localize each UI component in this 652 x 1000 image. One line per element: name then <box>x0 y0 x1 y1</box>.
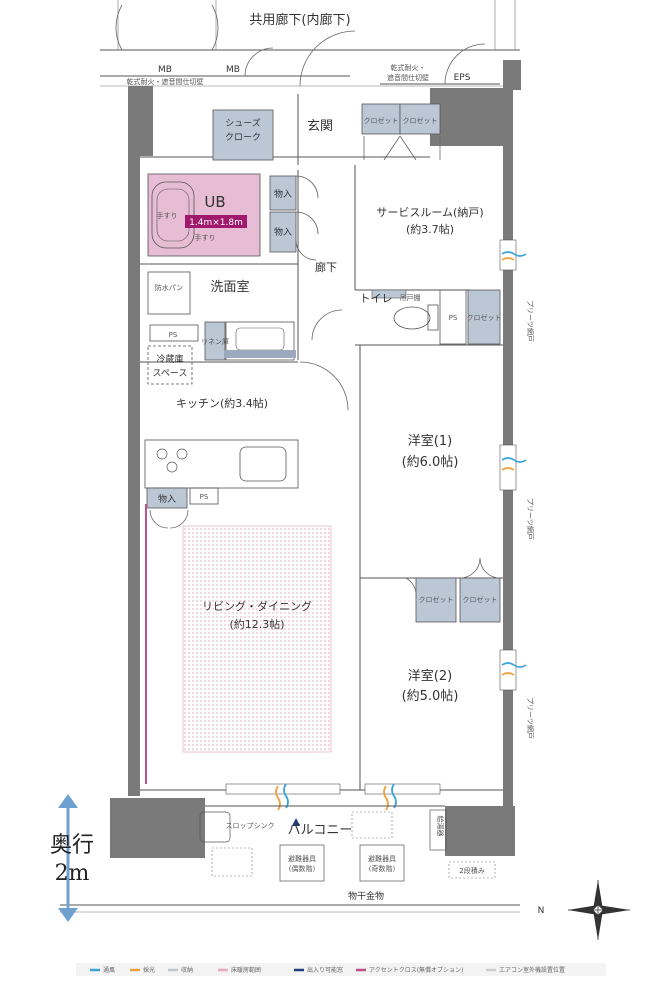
entrance-label: 玄関 <box>307 119 333 134</box>
two-tier-label: 2段積み <box>459 866 484 875</box>
western1-label: 洋室(1) <box>408 433 452 449</box>
hallway-label: 廊下 <box>315 260 337 274</box>
closet-e-label: クロゼット <box>463 595 498 604</box>
washroom-label: 洗面室 <box>210 279 249 295</box>
wall-block-ne <box>430 88 513 146</box>
toilet-label: トイレ <box>360 292 393 305</box>
closet-c <box>467 289 501 345</box>
legend-label: 床暖房範囲 <box>231 966 261 974</box>
closet-a-label: クロゼット <box>364 116 399 125</box>
western2-label: 洋室(2) <box>408 668 452 684</box>
waterproof-pan-label: 防水パン <box>155 283 183 292</box>
legend-label: エアコン室外機設置位置 <box>499 966 565 974</box>
pleats-2: プリーツ網戸 <box>526 498 535 540</box>
closet-c-label: クロゼット <box>467 313 502 322</box>
legend-bar <box>76 963 606 976</box>
linen-cabinet <box>204 321 226 361</box>
closet-b-label: クロゼット <box>403 116 438 125</box>
compass-n-label: N <box>538 906 545 916</box>
closet-e <box>459 577 501 623</box>
slop-sink-label: スロップシンク <box>226 822 275 830</box>
pleats-1: プリーツ網戸 <box>526 300 535 342</box>
fridge-label-1: 冷蔵庫 <box>156 353 183 365</box>
wall-block-nw <box>128 86 153 156</box>
closet-d <box>415 577 457 623</box>
shoe-closet-label-2: クローク <box>225 132 261 143</box>
pleats-3: プリーツ網戸 <box>526 697 535 739</box>
living-size: (約12.3帖) <box>229 617 284 631</box>
ub-size-label: 1.4m×1.8m <box>189 218 243 228</box>
ps-3-label: PS <box>200 493 209 501</box>
mb-left: MB <box>158 65 172 75</box>
fire-wall-right-2: 遮音間仕切壁 <box>387 73 429 82</box>
legend: 通風 採光 収納 床暖房範囲 出入り可能窓 アクセントクロス(無償オプション) エアコン室外… <box>90 966 565 974</box>
balcony-label: バルコニー <box>288 823 353 838</box>
south-windows <box>225 783 441 826</box>
closet-d-label: クロゼット <box>419 595 454 604</box>
ub-size-badge <box>185 215 247 228</box>
legend-label: 採光 <box>143 966 155 974</box>
linen-label: リネン庫 <box>201 337 229 346</box>
handrail-1: 手すり <box>157 211 178 220</box>
shoe-closet <box>212 109 274 161</box>
depth-label-2: 2m <box>55 861 90 886</box>
service-room-label: サービスルーム(納戸) <box>376 206 483 219</box>
legend-label: アクセントクロス(無償オプション) <box>369 966 463 974</box>
compass-icon <box>568 880 630 940</box>
service-room-size: (約3.7帖) <box>406 222 454 236</box>
wall-block-sw <box>110 798 205 858</box>
evac-even-2: (偶数階) <box>289 864 316 873</box>
eps-wall <box>503 60 521 90</box>
ps-2-label: PS <box>449 314 458 322</box>
closet-b <box>399 103 441 135</box>
storage-2-label: 物入 <box>274 226 292 238</box>
drying-hardware-label: 物干金物 <box>348 890 384 902</box>
wall-block-se <box>445 806 515 856</box>
ps-1-label: PS <box>169 331 178 339</box>
fridge-label-2: スペース <box>153 369 188 379</box>
kitchen-label: キッチン(約3.4帖) <box>176 396 268 410</box>
storage-3-label: 物入 <box>158 493 176 505</box>
shoe-closet-label-1: シューズ <box>225 117 261 129</box>
floor-heating-area <box>182 525 332 753</box>
evac-even-1: 避難器具 <box>288 854 316 863</box>
water-heater-label: 給湯器 <box>436 816 445 837</box>
ub-label: UB <box>204 193 225 211</box>
corridor-label: 共用廊下(内廊下) <box>249 12 350 28</box>
western1-size: (約6.0帖) <box>402 455 459 470</box>
depth-arrow <box>58 794 78 922</box>
western2-size: (約5.0帖) <box>402 689 459 704</box>
evac-odd-2: (奇数階) <box>369 864 396 873</box>
fire-wall-right-1: 乾式耐火・ <box>391 63 426 72</box>
storage-1-label: 物入 <box>274 188 292 200</box>
storage-3 <box>146 487 188 509</box>
depth-label-1: 奥行 <box>50 833 94 858</box>
mb-right: MB <box>226 65 240 75</box>
evac-odd-1: 避難器具 <box>368 854 396 863</box>
legend-label: 収納 <box>181 966 193 974</box>
hanging-cabinet-label: 吊戸棚 <box>400 293 421 302</box>
window-east-group <box>499 239 527 691</box>
legend-label: 通風 <box>103 966 115 974</box>
legend-label: 出入り可能窓 <box>307 966 343 974</box>
fire-wall-left: 乾式耐火・遮音間仕切壁 <box>127 77 204 86</box>
handrail-2: 手すり <box>195 233 216 242</box>
west-wall <box>128 96 140 796</box>
eps-label: EPS <box>454 73 471 83</box>
living-label: リビング・ダイニング <box>202 599 312 613</box>
